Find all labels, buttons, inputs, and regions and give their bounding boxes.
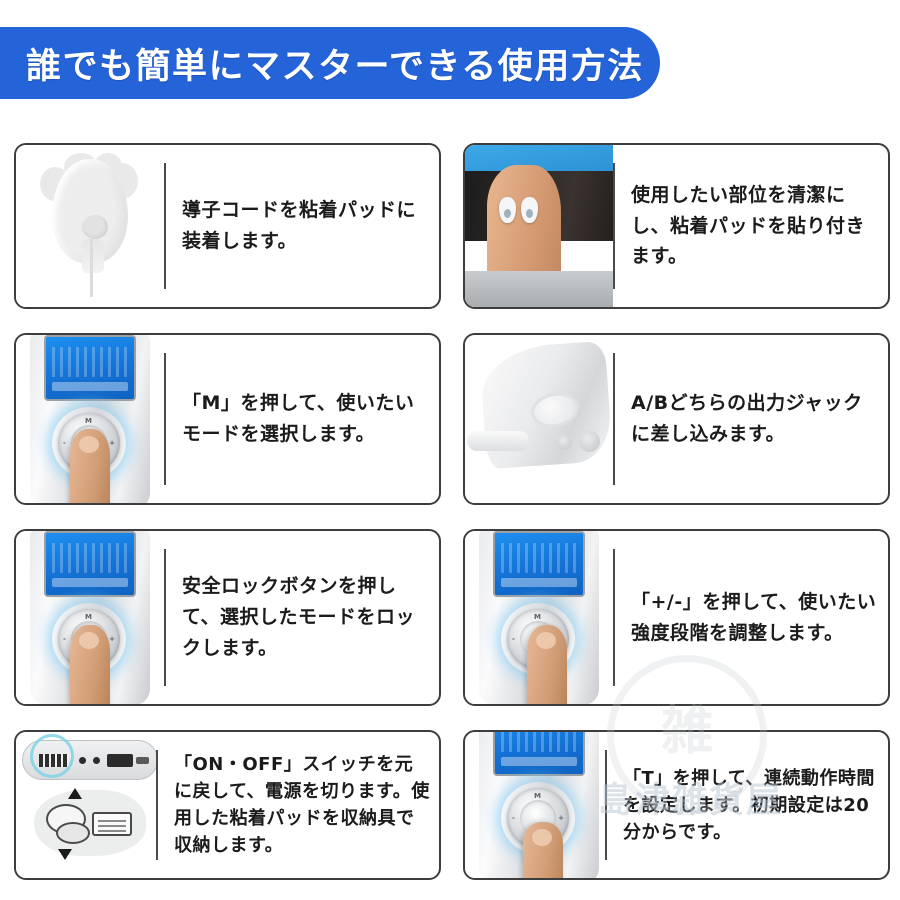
device-label-mode: M (85, 417, 92, 425)
panel-divider (164, 353, 166, 485)
device-m-button-icon: M - + T (16, 335, 164, 503)
device-lock-button-icon: M - + T (16, 531, 164, 704)
arrow-down-icon-6 (658, 704, 696, 706)
highlight-circle-icon (30, 734, 74, 778)
arrow-down-icon-2 (658, 307, 696, 309)
step-text-container-8: 「ON・OFF」スイッチを元に戻して、電源を切ります。使用した粘着パッドを収納具… (158, 732, 439, 878)
step-text-6: 「+/-」を押して、使いたい強度段階を調整します。 (631, 590, 877, 644)
header-banner: 誰でも簡単にマスターできる使用方法 (0, 27, 660, 99)
power-ports-storage-icon (16, 732, 156, 878)
step-text-container-2: 使用したい部位を清潔にし、粘着パッドを貼り付きます。 (615, 145, 888, 307)
panel-divider (613, 549, 615, 686)
step-text-container-4: 「M」を押して、使いたいモードを選択します。 (166, 335, 439, 503)
panel-divider (605, 750, 607, 860)
step-text-container-3: A/Bどちらの出力ジャックに差し込みます。 (615, 335, 888, 503)
step-panel-3: A/Bどちらの出力ジャックに差し込みます。 (463, 333, 890, 505)
panel-divider (164, 163, 166, 289)
panel-divider (164, 549, 166, 686)
device-label-plus: + (109, 439, 115, 447)
panel-divider (613, 163, 615, 289)
arrow-left-icon-3 (463, 401, 465, 439)
device-plus-minus-icon: M - + T (465, 531, 613, 704)
step-panel-4: M - + T 「M」を押して、使いたいモードを選択します。 (14, 333, 441, 505)
step-panel-6: M - + T 「+/-」を押して、使いたい強度段階を調整します。 (463, 529, 890, 706)
step-panel-1: 導子コードを粘着パッドに装着します。 (14, 143, 441, 309)
step-text-container-6: 「+/-」を押して、使いたい強度段階を調整します。 (615, 531, 888, 704)
device-t-button-icon: M - + T (465, 732, 605, 878)
step-panel-2: 使用したい部位を清潔にし、粘着パッドを貼り付きます。 (463, 143, 890, 309)
step-text-container-1: 導子コードを粘着パッドに装着します。 (166, 145, 439, 307)
steps-grid: 導子コードを粘着パッドに装着します。 使用したい部位を清潔にし、粘着パッドを貼り… (14, 143, 890, 891)
step-text-1: 導子コードを粘着パッドに装着します。 (182, 199, 417, 252)
step-panel-8: 「ON・OFF」スイッチを元に戻して、電源を切ります。使用した粘着パッドを収納具… (14, 730, 441, 880)
step-text-8: 「ON・OFF」スイッチを元に戻して、電源を切ります。使用した粘着パッドを収納具… (174, 754, 430, 856)
step-text-container-7: 「T」を押して、連続動作時間を設定します。初期設定は20分からです。 (607, 732, 888, 878)
arrow-left-icon-7 (463, 788, 465, 826)
arrow-right-icon-5 (439, 599, 441, 637)
step-text-3: A/Bどちらの出力ジャックに差し込みます。 (631, 392, 863, 445)
step-text-7: 「T」を押して、連続動作時間を設定します。初期設定は20分からです。 (623, 767, 875, 843)
step-text-5: 安全ロックボタンを押して、選択したモードをロックします。 (182, 575, 416, 659)
panel-divider (156, 750, 158, 860)
page-title: 誰でも簡単にマスターできる使用方法 (26, 46, 644, 86)
step-text-container-5: 安全ロックボタンを押して、選択したモードをロックします。 (166, 531, 439, 704)
step-text-2: 使用したい部位を清潔にし、粘着パッドを貼り付きます。 (631, 183, 866, 268)
device-output-jack-icon (465, 335, 613, 503)
adhesive-pad-icon (16, 145, 164, 307)
panel-divider (613, 353, 615, 485)
step-panel-5: M - + T 安全ロックボタンを押して、選択したモードをロックします。 (14, 529, 441, 706)
arrow-right-icon-1 (439, 208, 441, 246)
device-label-minus: - (63, 439, 66, 447)
arrow-down-icon-4 (209, 503, 247, 505)
step-panel-7: M - + T 「T」を押して、連続動作時間を設定します。初期設定は20分からで… (463, 730, 890, 880)
knee-with-pads-icon (465, 145, 613, 307)
step-text-4: 「M」を押して、使いたいモードを選択します。 (182, 392, 415, 445)
